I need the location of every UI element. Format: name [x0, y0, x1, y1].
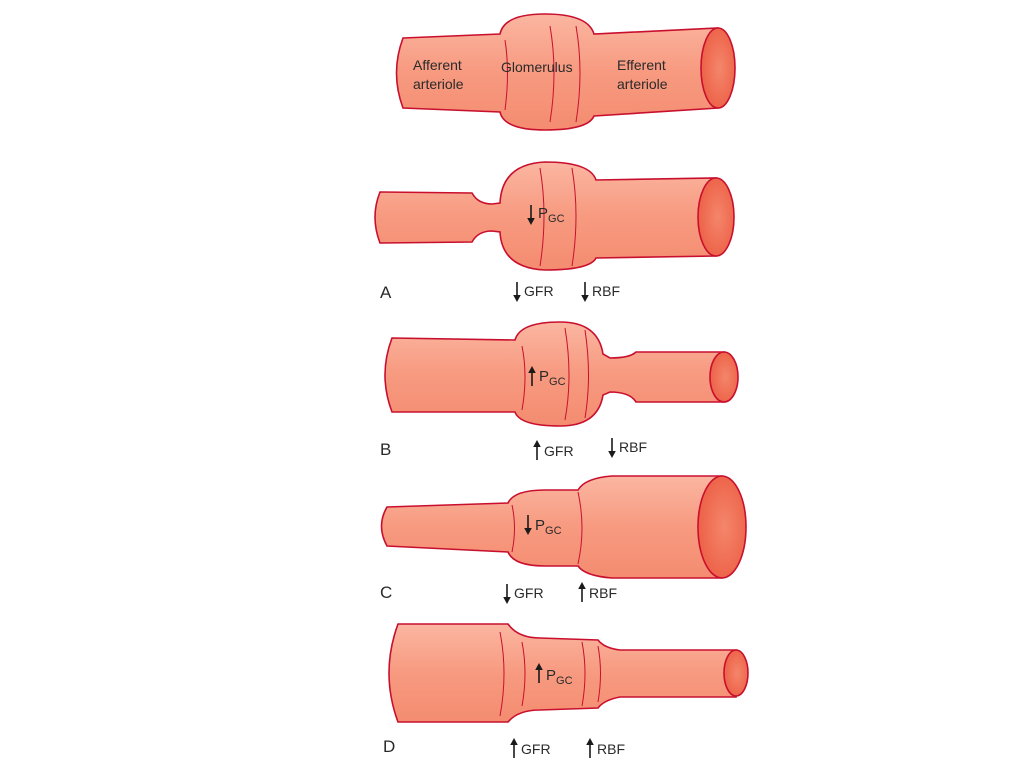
panel-c-letter: C — [380, 583, 392, 602]
gfr-label: GFR — [524, 283, 554, 299]
vessel-body — [388, 623, 737, 723]
rbf-label: RBF — [589, 585, 617, 601]
gfr-label: GFR — [544, 443, 574, 459]
panel-c-labels: C PGC GFR RBF — [380, 515, 617, 604]
pgc-arrow-icon — [528, 366, 536, 386]
pgc-label: PGC — [539, 368, 566, 388]
vessel-opening — [723, 649, 749, 697]
glomerulus-line — [575, 25, 581, 123]
rbf-arrow-icon — [581, 282, 589, 302]
gfr-label: GFR — [514, 585, 544, 601]
vessel-body — [395, 13, 719, 131]
pgc-label: PGC — [546, 667, 573, 687]
panel-d-vessel — [388, 623, 749, 723]
panel-b-vessel — [384, 321, 739, 427]
efferent-label-line1: Efferent — [617, 57, 666, 73]
glomerulus-line — [511, 504, 515, 553]
rbf-arrow-icon — [608, 438, 616, 458]
glomerulus-label: Glomerulus — [501, 59, 573, 75]
afferent-label-line2: arteriole — [413, 76, 464, 92]
glomerulus-line — [521, 641, 526, 707]
glomerulus-line — [584, 329, 589, 419]
gfr-label: GFR — [521, 741, 551, 757]
afferent-label-line1: Afferent — [413, 57, 462, 73]
glomerulus-line — [499, 631, 505, 717]
rbf-label: RBF — [592, 283, 620, 299]
panel-b-letter: B — [380, 440, 391, 459]
glomerulus-line — [571, 167, 577, 267]
rbf-arrow-icon — [578, 582, 586, 602]
pgc-arrow-icon — [527, 205, 535, 225]
rbf-label: RBF — [619, 439, 647, 455]
rbf-label: RBF — [597, 741, 625, 757]
pgc-label: PGC — [535, 517, 562, 537]
panel-a-letter: A — [380, 283, 392, 302]
glomerulus-line — [597, 645, 601, 703]
pgc-label: PGC — [538, 205, 565, 225]
vessel-opening — [700, 27, 736, 109]
glomerulus-line — [564, 327, 570, 421]
vessel-opening — [709, 351, 739, 403]
glomerulus-line — [577, 491, 583, 565]
pgc-arrow-icon — [524, 515, 532, 535]
panel-c-vessel — [380, 475, 747, 579]
pgc-arrow-icon — [535, 663, 543, 683]
normal-vessel: Afferent arteriole Glomerulus Efferent a… — [395, 13, 736, 131]
panel-a-labels: A PGC GFR RBF — [380, 205, 620, 302]
vessel-opening — [697, 475, 747, 579]
glomerulus-line — [521, 345, 526, 411]
glomerulus-line — [581, 641, 586, 707]
vessel-body — [380, 475, 723, 579]
gfr-arrow-icon — [503, 584, 511, 604]
vessel-body — [384, 321, 725, 427]
glomerulus-line — [539, 167, 545, 267]
panel-d-letter: D — [383, 737, 395, 756]
gfr-arrow-icon — [513, 282, 521, 302]
panel-d-labels: D PGC GFR RBF — [383, 663, 625, 758]
vessel-opening — [697, 177, 735, 257]
rbf-arrow-icon — [586, 738, 594, 758]
panel-b-labels: B PGC GFR RBF — [380, 366, 647, 460]
efferent-label-line2: arteriole — [617, 76, 668, 92]
glomerulus-line — [549, 25, 555, 123]
vessel-body — [374, 161, 717, 271]
gfr-arrow-icon — [533, 440, 541, 460]
panel-a-vessel — [374, 161, 735, 271]
glomerulus-line — [504, 39, 508, 111]
gfr-arrow-icon — [510, 738, 518, 758]
